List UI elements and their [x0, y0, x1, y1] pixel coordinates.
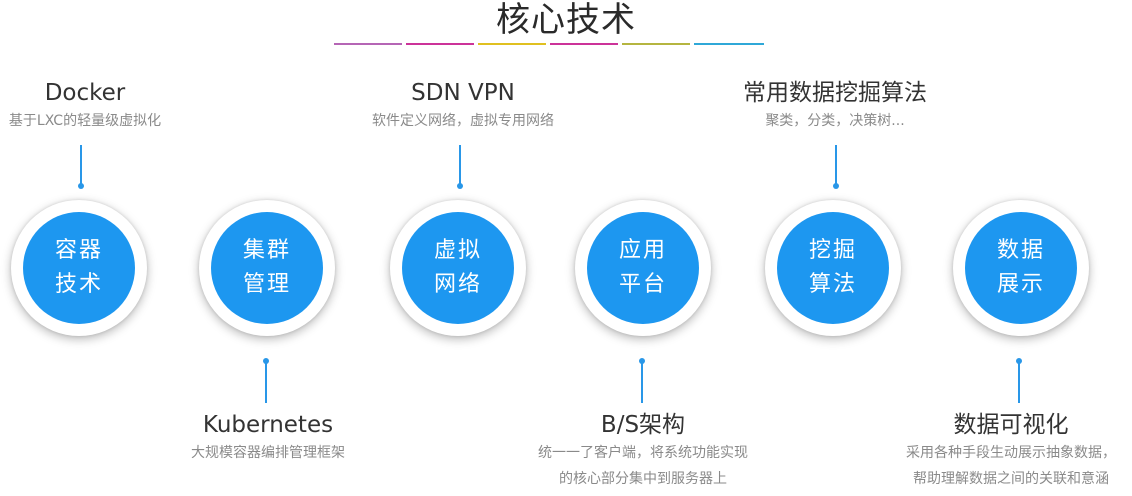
- top-label-docker: Docker 基于LXC的轻量级虚拟化: [0, 78, 170, 134]
- label-desc-line2: 的核心部分集中到服务器上: [559, 471, 727, 487]
- label-title: 数据可视化: [953, 412, 1069, 438]
- label-desc-line1: 采用各种手段生动展示抽象数据，: [906, 445, 1116, 461]
- label-title: SDN VPN: [411, 80, 515, 106]
- top-label-sdn-vpn: SDN VPN 软件定义网络，虚拟专用网络: [343, 78, 583, 134]
- node-text-line2: 网络: [433, 272, 482, 297]
- bottom-connector-line-1: [265, 361, 267, 403]
- node-text-line2: 技术: [54, 272, 103, 297]
- node-text-line1: 容器: [54, 238, 103, 263]
- node-text-line2: 管理: [242, 272, 291, 297]
- node-text-line1: 数据: [996, 238, 1045, 263]
- node-container-tech: 容器 技术: [11, 200, 147, 336]
- node-text-line1: 应用: [618, 238, 667, 263]
- label-title: Kubernetes: [202, 412, 334, 438]
- title-rule-segment-2: [406, 43, 474, 45]
- top-connector-line-3: [835, 145, 837, 185]
- title-rule-segment-3: [478, 43, 546, 45]
- title-rule-segment-1: [334, 43, 402, 45]
- label-desc-line1: 统一一了客户端，将系统功能实现: [538, 445, 748, 461]
- node-fill: 容器 技术: [23, 212, 135, 324]
- node-app-platform: 应用 平台: [575, 200, 711, 336]
- top-connector-dot-1: [78, 183, 84, 189]
- node-fill: 应用 平台: [587, 212, 699, 324]
- node-text-line2: 平台: [618, 272, 667, 297]
- node-fill: 挖掘 算法: [777, 212, 889, 324]
- top-connector-dot-3: [833, 183, 839, 189]
- node-text-line2: 算法: [808, 272, 857, 297]
- node-virtual-network: 虚拟 网络: [390, 200, 526, 336]
- page-title: 核心技术: [496, 0, 636, 40]
- bottom-label-bs-arch: B/S架构 统一一了客户端，将系统功能实现 的核心部分集中到服务器上: [512, 410, 774, 492]
- label-title: B/S架构: [600, 412, 686, 438]
- title-rule-segment-4: [550, 43, 618, 45]
- node-cluster-mgmt: 集群 管理: [199, 200, 335, 336]
- top-connector-line-2: [459, 145, 461, 185]
- label-title: Docker: [44, 80, 126, 106]
- title-rule-segment-5: [622, 43, 690, 45]
- node-text-line2: 展示: [996, 272, 1045, 297]
- node-fill: 虚拟 网络: [402, 212, 514, 324]
- bottom-connector-line-3: [1018, 361, 1020, 403]
- node-text-line1: 虚拟: [433, 238, 482, 263]
- label-desc: 软件定义网络，虚拟专用网络: [372, 113, 554, 129]
- top-connector-dot-2: [457, 183, 463, 189]
- label-title: 常用数据挖掘算法: [743, 80, 927, 106]
- bottom-label-kubernetes: Kubernetes 大规模容器编排管理框架: [148, 410, 388, 466]
- top-label-mining: 常用数据挖掘算法 聚类，分类，决策树...: [715, 78, 955, 134]
- node-data-display: 数据 展示: [953, 200, 1089, 336]
- label-desc-line2: 帮助理解数据之间的关联和意涵: [913, 471, 1109, 487]
- bottom-connector-line-2: [641, 361, 643, 403]
- node-text-line1: 集群: [242, 238, 291, 263]
- label-desc: 聚类，分类，决策树...: [765, 113, 905, 129]
- node-fill: 集群 管理: [211, 212, 323, 324]
- node-mining-algo: 挖掘 算法: [765, 200, 901, 336]
- title-rule-segment-6: [694, 43, 764, 45]
- node-text-line1: 挖掘: [808, 238, 857, 263]
- bottom-label-visualization: 数据可视化 采用各种手段生动展示抽象数据， 帮助理解数据之间的关联和意涵: [892, 410, 1130, 492]
- label-desc-line1: 大规模容器编排管理框架: [191, 445, 345, 461]
- label-desc: 基于LXC的轻量级虚拟化: [8, 113, 162, 129]
- node-fill: 数据 展示: [965, 212, 1077, 324]
- top-connector-line-1: [80, 145, 82, 185]
